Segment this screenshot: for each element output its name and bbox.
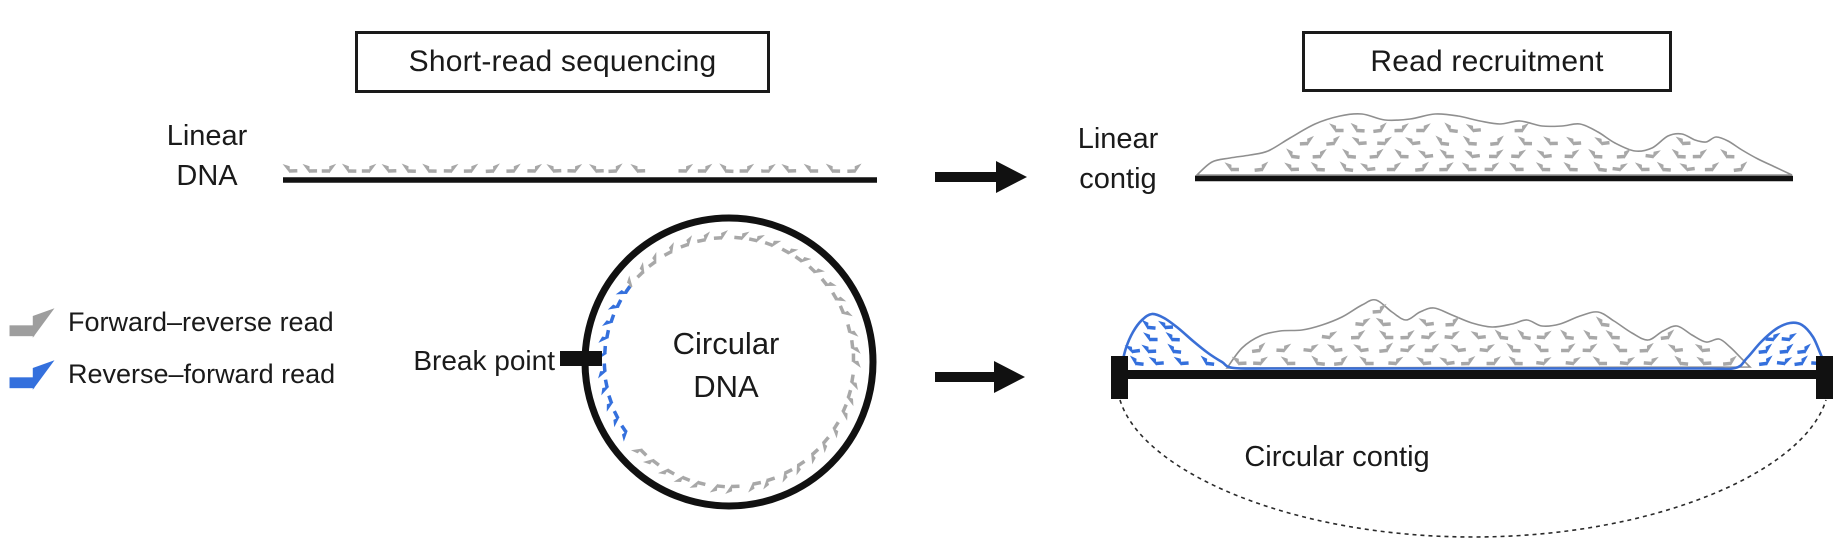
- junction-coverage-outline: [1119, 312, 1828, 371]
- read-arrow-icon: [527, 163, 543, 174]
- circular-contig-graphic: [1111, 298, 1833, 538]
- recruitment-title-box: Read recruitment: [1302, 31, 1672, 92]
- left-junction-coverage: [1124, 319, 1215, 367]
- linear-contig-label: Linear contig: [1077, 123, 1159, 196]
- legend-item-reverse-forward: Reverse–forward read: [8, 358, 335, 390]
- forward-reverse-read-arrow-icon: [9, 308, 55, 338]
- read-arrow-icon: [401, 163, 417, 174]
- recruitment-title: Read recruitment: [1370, 44, 1604, 78]
- read-arrow-icon: [781, 163, 797, 174]
- circular-contig-label: Circular contig: [1244, 441, 1430, 473]
- read-arrow-icon: [1757, 343, 1774, 355]
- read-arrow-icon: [1165, 332, 1181, 342]
- read-arrow-icon: [803, 163, 819, 174]
- contig-end-cap-right: [1816, 356, 1833, 399]
- read-arrow-icon: [1148, 355, 1164, 367]
- read-arrow-icon: [567, 163, 583, 174]
- circular-dna-graphic: [560, 214, 877, 510]
- read-arrow-icon: [9, 308, 55, 338]
- read-arrow-icon: [1776, 355, 1793, 367]
- read-arrow-icon: [1793, 355, 1810, 367]
- circular-dna-label: Circular DNA: [672, 326, 780, 404]
- read-arrow-icon: [302, 163, 318, 174]
- sequencing-title: Short-read sequencing: [408, 45, 717, 78]
- circularity-dashed-arc: [1119, 399, 1827, 538]
- read-arrow-icon: [463, 163, 479, 174]
- read-arrow-icon: [1779, 343, 1795, 355]
- legend-label: Forward–reverse read: [68, 306, 334, 337]
- read-arrow-icon: [381, 163, 397, 174]
- linear-contig-graphic: [1194, 112, 1793, 182]
- read-arrow-icon: [739, 163, 755, 174]
- linear-dna-reads: [282, 163, 862, 174]
- read-arrow-icon: [361, 163, 377, 174]
- read-arrow-icon: [1140, 319, 1157, 331]
- linear-dna-graphic: [282, 163, 877, 183]
- read-arrow-icon: [1781, 331, 1797, 343]
- read-arrow-icon: [847, 163, 862, 174]
- sequencing-title-box: Short-read sequencing: [355, 31, 770, 93]
- read-arrow-icon: [1758, 355, 1774, 367]
- break-point-label: Break point: [413, 345, 555, 376]
- read-arrow-icon: [1173, 355, 1189, 367]
- read-arrow-icon: [485, 163, 501, 174]
- read-arrow-icon: [341, 163, 357, 174]
- legend-item-forward-reverse: Forward–reverse read: [8, 306, 335, 338]
- read-arrow-icon: [321, 163, 337, 174]
- flow-arrow-bottom-icon: [935, 361, 1025, 393]
- read-arrow-icon: [825, 163, 841, 174]
- read-arrow-icon: [697, 163, 713, 174]
- read-arrow-icon: [1141, 343, 1157, 355]
- read-arrow-icon: [589, 163, 604, 174]
- flow-arrow-top-icon: [935, 161, 1027, 193]
- read-arrow-icon: [678, 163, 694, 174]
- legend-label: Reverse–forward read: [68, 358, 336, 389]
- read-arrow-icon: [422, 163, 437, 174]
- read-arrow-icon: [546, 163, 562, 174]
- read-arrow-icon: [608, 163, 624, 174]
- read-arrow-icon: [1166, 343, 1182, 355]
- legend: Forward–reverse read Reverse–forward rea…: [8, 306, 335, 410]
- read-arrow-icon: [1796, 343, 1813, 355]
- read-arrow-icon: [761, 163, 776, 174]
- read-arrow-icon: [1128, 355, 1145, 367]
- read-arrow-icon: [443, 163, 459, 174]
- read-arrow-icon: [1143, 332, 1158, 342]
- reverse-forward-read-arrow-icon: [9, 360, 55, 390]
- linear-dna-label: Linear DNA: [166, 120, 248, 193]
- read-arrow-icon: [506, 163, 521, 174]
- read-arrow-icon: [630, 163, 646, 174]
- break-point-marker: [560, 351, 602, 366]
- contig-end-cap-left: [1111, 356, 1128, 399]
- read-arrow-icon: [9, 360, 55, 390]
- read-arrow-icon: [718, 163, 734, 174]
